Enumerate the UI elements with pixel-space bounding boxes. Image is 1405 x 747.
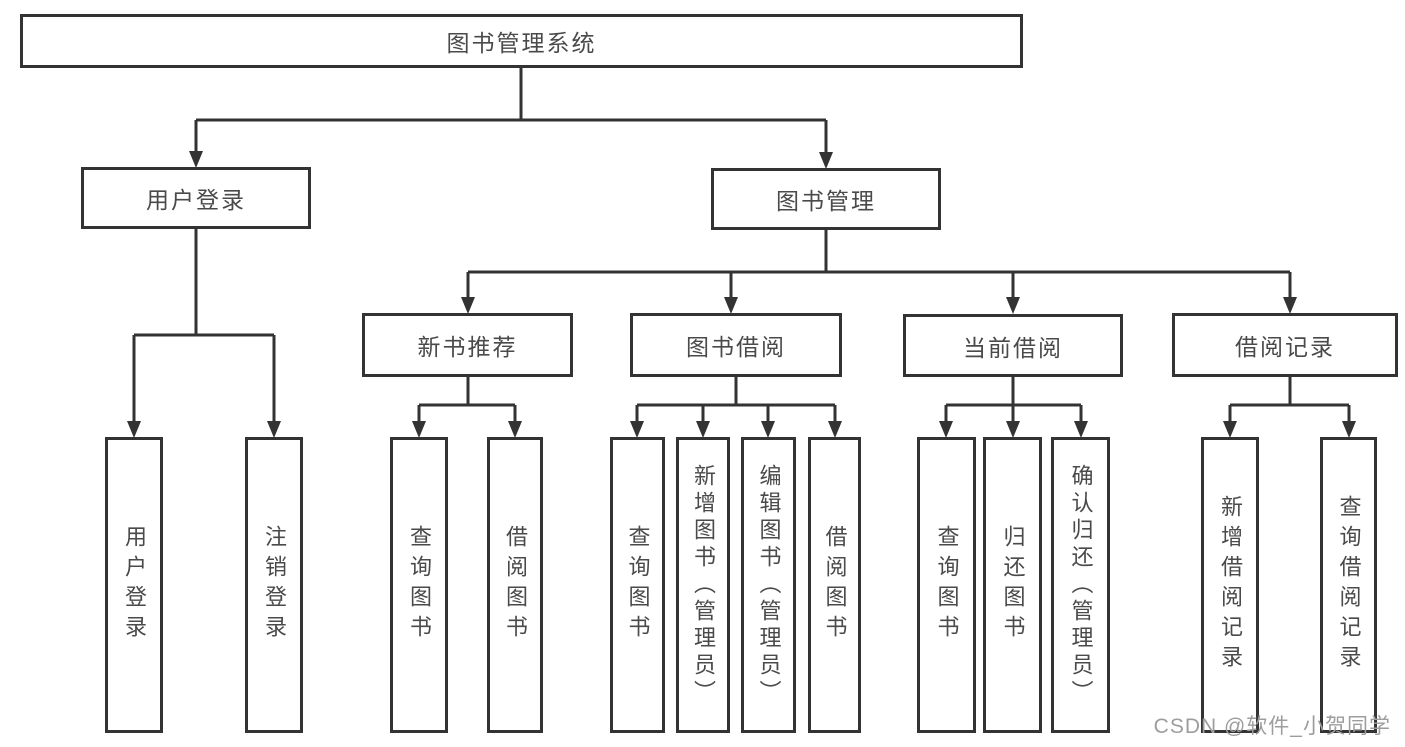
- csdn-watermark: CSDN @软件_小贺同学: [1153, 715, 1391, 738]
- leaf-nb-query-books: 查询图书: [390, 437, 448, 733]
- node-root: 图书管理系统: [20, 14, 1023, 68]
- leaf-cb-query-books: 查询图书: [917, 437, 976, 733]
- node-book-management: 图书管理: [711, 168, 941, 230]
- leaf-logout: 注销登录: [245, 437, 303, 733]
- leaf-bb-edit-books-admin: 编辑图书（管理员）: [741, 437, 796, 733]
- leaf-bb-query-books: 查询图书: [610, 437, 665, 733]
- arrowheads: [127, 151, 1356, 438]
- leaf-br-add-record: 新增借阅记录: [1201, 437, 1259, 733]
- leaf-br-query-record: 查询借阅记录: [1320, 437, 1377, 733]
- node-current-borrow: 当前借阅: [903, 314, 1123, 377]
- leaf-cb-return-books: 归还图书: [983, 437, 1042, 733]
- leaf-bb-add-books-admin: 新增图书（管理员）: [676, 437, 730, 733]
- leaf-bb-borrow-books: 借阅图书: [808, 437, 861, 733]
- node-user-login: 用户登录: [81, 167, 311, 229]
- node-new-book-recommend: 新书推荐: [362, 313, 573, 377]
- leaf-cb-confirm-return-admin: 确认归还（管理员）: [1051, 437, 1110, 733]
- leaf-nb-borrow-books: 借阅图书: [487, 437, 543, 733]
- node-book-borrow: 图书借阅: [630, 313, 842, 377]
- leaf-user-login: 用户登录: [105, 437, 163, 733]
- node-borrow-records: 借阅记录: [1172, 313, 1398, 377]
